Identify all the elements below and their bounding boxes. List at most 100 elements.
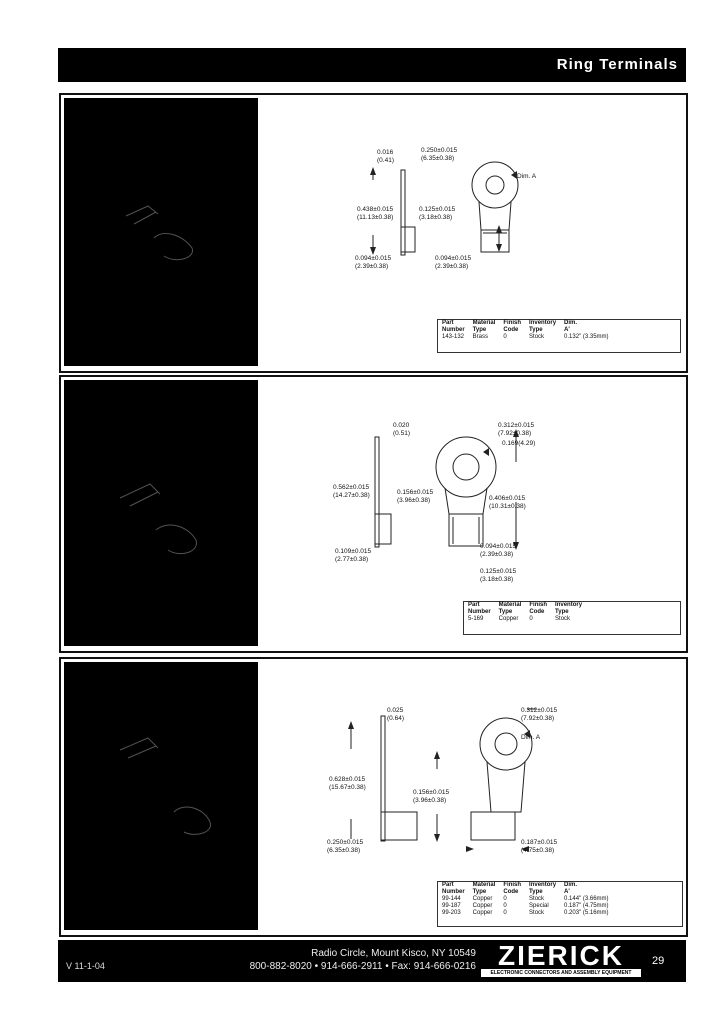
page-title: Ring Terminals [556, 56, 678, 73]
dim-label: (0.51) [393, 430, 410, 437]
table-row: 143-132 Brass 0 Stock 0.132" (3.35mm) [438, 334, 613, 341]
table-cell: 0 [503, 910, 507, 916]
table-cell: Copper [472, 896, 493, 902]
dim-label: 0.109±0.015 [335, 548, 372, 555]
dim-label: (3.96±0.38) [397, 497, 431, 504]
table-cell: 99-144 [442, 896, 461, 902]
company-address: Radio Circle, Mount Kisco, NY 10549 800-… [250, 947, 476, 973]
table-cell: 0 [503, 896, 507, 902]
table-row: 99-144 Copper 0 Stock 0.144" (3.66mm) [438, 896, 613, 903]
dim-label: (14.27±0.38) [333, 492, 370, 499]
table-cell: Copper [498, 616, 519, 622]
dim-label: 0.125±0.015 [480, 568, 517, 575]
col-header: Dim.A' [564, 320, 578, 333]
dim-label: Dim. A [517, 173, 537, 180]
table-cell: Stock [555, 616, 571, 622]
table-cell: Stock [529, 334, 545, 340]
table-cell: 0 [503, 334, 507, 340]
table-cell: 99-203 [442, 910, 461, 916]
logo-tagline: ELECTRONIC CONNECTORS AND ASSEMBLY EQUIP… [490, 970, 632, 976]
dim-label: (10.31±0.38) [489, 503, 526, 510]
table-cell: 99-187 [442, 903, 461, 909]
dim-label: (0.64) [387, 715, 404, 722]
dim-label: 0.094±0.015 [480, 543, 517, 550]
table-cell: Special [529, 903, 549, 909]
dim-label: (3.18±0.38) [419, 214, 453, 221]
dim-label: Dim. A [521, 734, 541, 741]
header-bar: Ring Terminals [58, 48, 686, 82]
dim-label: (6.35±0.38) [327, 847, 361, 854]
dim-label: 0.025 [387, 707, 404, 714]
dim-label: (4.75±0.38) [521, 847, 555, 854]
product-photo-2 [64, 380, 258, 646]
dim-label: (11.13±0.38) [357, 214, 394, 221]
zierick-logo: ZIERICK ELECTRONIC CONNECTORS AND ASSEMB… [481, 942, 641, 977]
dim-label: (2.39±0.38) [355, 263, 389, 270]
product-panel-1: 0.016 (0.41) 0.250±0.015 (6.35±0.38) Dim… [59, 93, 688, 373]
terminal-photo-sketch [125, 205, 193, 261]
dim-label: (6.35±0.38) [421, 155, 455, 162]
table-cell: 0 [503, 903, 507, 909]
table-cell: 0.203" (5.16mm) [564, 910, 609, 916]
dim-label: 0.020 [393, 422, 410, 429]
dim-label: 0.094±0.015 [355, 255, 392, 262]
table-cell: 143-132 [442, 334, 465, 340]
drawing-2 [374, 429, 519, 550]
table-cell: 0 [529, 616, 533, 622]
drawing-1 [370, 161, 519, 256]
product-photo-3 [64, 662, 258, 930]
table-row: 5-169 Copper 0 Stock [464, 616, 586, 623]
dim-label: (2.77±0.38) [335, 556, 369, 563]
table-cell: 0.187" (4.75mm) [564, 903, 609, 909]
dim-label: 0.250±0.015 [421, 147, 458, 154]
terminal-photo-sketch [119, 737, 212, 835]
dim-label: 0.156±0.015 [413, 789, 450, 796]
dim-label: (0.41) [377, 157, 394, 164]
phone-line: 800-882-8020 • 914-666-2911 • Fax: 914-6… [249, 961, 476, 972]
dim-label: 0.406±0.015 [489, 495, 526, 502]
table-cell: Copper [472, 910, 493, 916]
dim-label: (3.18±0.38) [480, 576, 514, 583]
logo-brand: ZIERICK [481, 942, 641, 970]
address-line: Radio Circle, Mount Kisco, NY 10549 [311, 948, 476, 959]
table-cell: 5-169 [468, 616, 484, 622]
product-photo-1 [64, 98, 258, 366]
dim-label: (15.67±0.38) [329, 784, 366, 791]
dim-label: (2.39±0.38) [480, 551, 514, 558]
page-number: 29 [652, 955, 665, 967]
table-cell: Copper [472, 903, 493, 909]
dim-label: 0.438±0.015 [357, 206, 394, 213]
product-panel-2: 0.020 (0.51) 0.312±0.015 (7.92±0.38) 0.1… [59, 375, 688, 653]
dim-label: 0.628±0.015 [329, 776, 366, 783]
dim-label: 0.156±0.015 [397, 489, 434, 496]
dim-label: 0.094±0.015 [435, 255, 472, 262]
table-cell: 0.132" (3.35mm) [564, 334, 609, 340]
product-panel-3: 0.025 (0.64) 0.312±0.015 (7.92±0.38) Dim… [59, 657, 688, 937]
dim-label: 0.312±0.015 [498, 422, 535, 429]
dim-label: (7.92±0.38) [521, 715, 555, 722]
dim-label: (2.39±0.38) [435, 263, 469, 270]
dim-label: 0.250±0.015 [327, 839, 364, 846]
drawing-3 [348, 708, 536, 852]
table-cell: Stock [529, 896, 545, 902]
dim-label: (7.92±0.38) [498, 430, 532, 437]
dim-label: (3.96±0.38) [413, 797, 447, 804]
col-header: Dim.A' [564, 882, 578, 895]
terminal-photo-sketch [119, 483, 197, 555]
dim-label: 0.187±0.015 [521, 839, 558, 846]
